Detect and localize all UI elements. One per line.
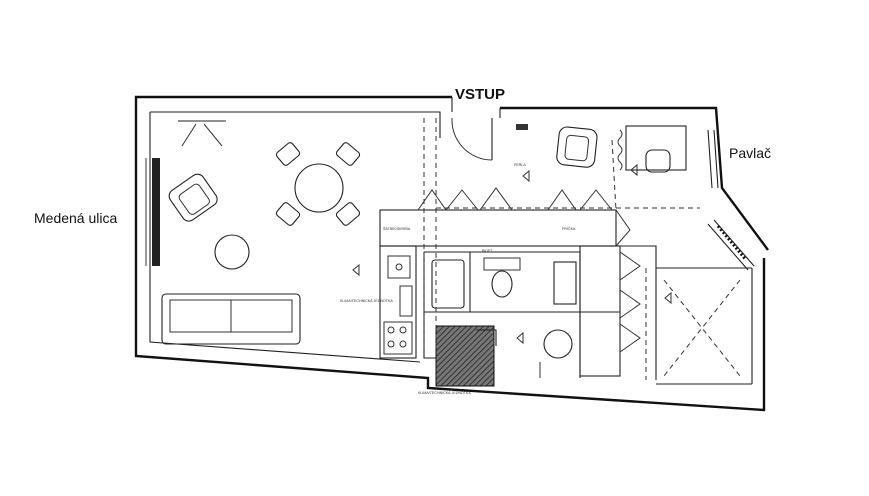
desk-chair (645, 149, 671, 173)
radiator (617, 129, 623, 171)
wc-tank (483, 257, 521, 271)
room-annotations: ŠATNÍK/SKRIŇA PRÍČKA KLIMA/TECHNICKÁ JED… (340, 163, 576, 395)
round-basin (543, 329, 573, 359)
dining-chair (335, 202, 361, 226)
sofa (161, 293, 301, 345)
shower-tray (431, 259, 465, 309)
light-icon (516, 331, 524, 345)
tag-lamp: PERLA (514, 163, 526, 167)
right-room-furniture (516, 124, 687, 173)
desk (625, 125, 687, 171)
street-window (145, 158, 160, 266)
washbasin (553, 261, 577, 305)
wardrobe-doors (417, 187, 641, 353)
dining-chair (275, 202, 301, 226)
hidden-lines (423, 118, 741, 380)
tag-technical-2: KLIMA/TECHNICKÁ JEDNOTKA (418, 391, 471, 395)
dining-chair (335, 142, 361, 166)
wall-box (516, 124, 528, 130)
interior-walls (379, 209, 753, 385)
entry-door (451, 117, 493, 161)
shaft-door (476, 329, 497, 346)
tag-wc: BIDET (482, 249, 493, 253)
living-furniture (161, 120, 361, 345)
dining-table (294, 163, 344, 213)
light-symbols (352, 163, 672, 345)
bathroom-fixtures (431, 257, 577, 359)
round-coffee-table (214, 234, 250, 270)
light-icon (522, 169, 530, 183)
light-icon (352, 263, 360, 277)
armchair (168, 173, 218, 222)
entry-label: VSTUP (455, 86, 506, 103)
light-icon (664, 291, 672, 305)
armchair-small (556, 126, 598, 168)
gallery-windows (707, 129, 755, 271)
gallery-label: Pavlač (729, 145, 772, 161)
tag-technical-1: KLIMA/TECHNICKÁ JEDNOTKA (340, 299, 393, 303)
tag-wardrobe-left: ŠATNÍK/SKRIŇA (383, 226, 411, 231)
light-icon (630, 163, 638, 177)
wc-bowl (491, 270, 513, 298)
outer-walls (134, 95, 769, 412)
dining-chair (275, 142, 301, 166)
kitchen-unit (383, 255, 413, 355)
technical-shaft (435, 325, 495, 387)
tag-wardrobe-right: PRÍČKA (562, 226, 576, 231)
street-label: Medená ulica (34, 210, 118, 226)
